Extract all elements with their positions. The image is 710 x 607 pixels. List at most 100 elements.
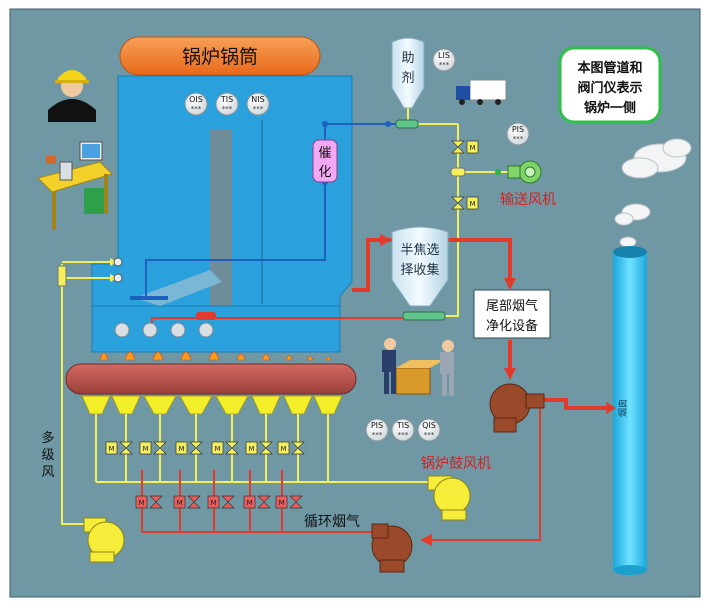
svg-text:***: *** (513, 135, 524, 143)
flame-icons (99, 351, 332, 361)
note-line-1: 本图管道和 (577, 60, 642, 76)
svg-text:***: *** (191, 105, 202, 113)
instrument-pis-conveyor[interactable]: PIS *** (506, 122, 530, 146)
conveyor-check-point (495, 169, 501, 175)
instrument-lis[interactable]: LIS *** (432, 48, 456, 72)
note-box (558, 46, 662, 124)
valve-mark: M (138, 499, 144, 507)
instrument-tis-lower[interactable]: TIS *** (391, 418, 415, 442)
svg-text:***: *** (424, 431, 435, 439)
flue-arrow-semicoke (380, 234, 392, 246)
recirc-valve-1[interactable]: M (135, 495, 163, 509)
svg-text:PIS: PIS (371, 421, 383, 430)
svg-text:***: *** (398, 431, 409, 439)
semicoke-return-injector (196, 312, 216, 320)
svg-text:M: M (469, 144, 475, 152)
flue-arrow-blower (504, 368, 516, 380)
valve-conveyor-lower[interactable]: M (451, 196, 479, 210)
multistage-air-fan[interactable] (83, 517, 125, 563)
svg-text:***: *** (372, 431, 383, 439)
air-valve-6[interactable]: M (277, 441, 305, 455)
catalyst-node-right (385, 121, 391, 127)
computer-workstation-icon (37, 141, 113, 230)
additive-injector (395, 119, 419, 129)
svg-text:***: *** (253, 105, 264, 113)
workers-icon (382, 338, 454, 396)
instrument-pis-lower[interactable]: PIS *** (365, 418, 389, 442)
semicoke-label-1: 半焦选 (400, 243, 439, 258)
multistage-node-2 (113, 273, 123, 283)
additive-label-1: 助 (401, 51, 414, 66)
tail-gas-purifier[interactable] (473, 289, 551, 339)
note-line-2: 阀门仪表示 (577, 80, 642, 96)
burner-nozzles (114, 322, 214, 338)
catalyst-vessel[interactable] (312, 139, 338, 183)
operator-avatar (48, 70, 96, 122)
drum-label: 锅炉锅筒 (182, 46, 258, 68)
multistage-node-1 (113, 257, 123, 267)
instrument-qis-lower[interactable]: QIS *** (417, 418, 441, 442)
valve-mark: M (248, 445, 254, 453)
flue-arrow-chimney (606, 402, 616, 414)
instrument-nis[interactable]: NIS *** (246, 92, 270, 116)
air-valve-4[interactable]: M (211, 441, 239, 455)
valve-mark: M (176, 499, 182, 507)
recirc-valve-3[interactable]: M (207, 495, 235, 509)
semicoke-collector[interactable] (391, 226, 449, 307)
valve-conveyor-upper[interactable]: M (451, 140, 479, 154)
svg-text:OIS: OIS (189, 95, 203, 104)
multistage-tap (57, 265, 67, 287)
blower-label: 锅炉鼓风机 (421, 456, 491, 472)
svg-text:TIS: TIS (220, 95, 233, 104)
conveyor-fan-label: 输送风机 (500, 192, 556, 208)
catalyst-node-top (322, 121, 328, 127)
valve-mark: M (210, 499, 216, 507)
chimney-label: 烟囱 (617, 399, 629, 417)
valve-mark: M (278, 499, 284, 507)
additive-label-2: 剂 (401, 71, 414, 86)
note-line-3: 锅炉一侧 (584, 100, 636, 116)
recirc-valve-5[interactable]: M (275, 495, 303, 509)
valve-mark: M (108, 445, 114, 453)
svg-text:TIS: TIS (396, 421, 409, 430)
multistage-air-label: 多级风 (41, 430, 54, 480)
air-hoppers (81, 395, 343, 415)
recirc-fan[interactable] (371, 523, 413, 573)
valve-mark: M (142, 445, 148, 453)
svg-text:M: M (469, 200, 475, 208)
recirc-valve-2[interactable]: M (173, 495, 201, 509)
air-valve-2[interactable]: M (139, 441, 167, 455)
instrument-ois[interactable]: OIS *** (184, 92, 208, 116)
semicoke-label-2: 择收集 (400, 262, 439, 278)
svg-text:LIS: LIS (438, 51, 450, 60)
recirc-arrow (420, 534, 432, 546)
smoke-cloud-icon (614, 138, 692, 248)
moving-grate (65, 363, 357, 395)
boiler-drum (119, 36, 321, 76)
svg-text:QIS: QIS (422, 421, 436, 430)
air-valve-1[interactable]: M (105, 441, 133, 455)
instrument-tis[interactable]: TIS *** (215, 92, 239, 116)
svg-text:***: *** (222, 105, 233, 113)
chimney (613, 246, 647, 575)
truck-icon (456, 79, 507, 105)
recirc-label: 循环烟气 (304, 514, 360, 530)
tail-gas-label-2: 净化设备 (486, 318, 538, 334)
svg-text:PIS: PIS (512, 125, 524, 134)
catalyst-label-2: 化 (318, 165, 331, 180)
valve-mark: M (214, 445, 220, 453)
tail-gas-label-1: 尾部烟气 (486, 298, 538, 314)
svg-text:NIS: NIS (251, 95, 264, 104)
valve-mark: M (246, 499, 252, 507)
induced-draft-fan[interactable] (489, 383, 545, 433)
conveyor-fan[interactable] (507, 160, 542, 184)
boiler-blower-fan[interactable] (427, 475, 471, 521)
recirc-valve-4[interactable]: M (243, 495, 271, 509)
air-valve-3[interactable]: M (175, 441, 203, 455)
valve-mark: M (178, 445, 184, 453)
conveyor-flow-element (450, 167, 466, 177)
air-valve-5[interactable]: M (245, 441, 273, 455)
